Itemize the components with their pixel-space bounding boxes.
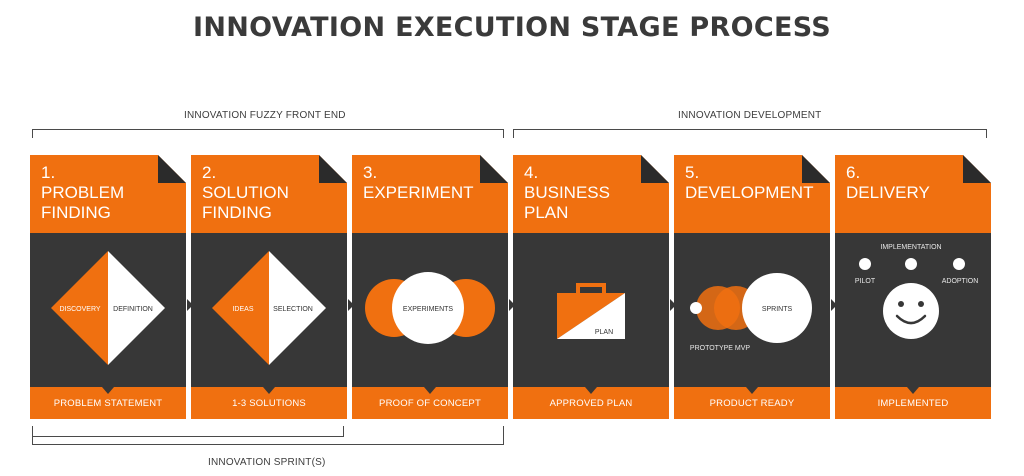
- stage-body: SPRINTS PROTOTYPE MVP: [674, 233, 830, 387]
- discovery-definition-diamond: DISCOVERY DEFINITION: [51, 251, 165, 365]
- arrow-right-icon: [509, 299, 515, 311]
- experiments-circles: EXPERIMENTS: [365, 272, 495, 344]
- stage-card-solution-finding: 2. SOLUTION FINDING IDEAS SELECTION 1-3 …: [191, 155, 347, 419]
- footer-notch: [746, 387, 758, 394]
- stage-output: APPROVED PLAN: [549, 398, 633, 409]
- footer-notch: [907, 387, 919, 394]
- stage-title: 1. PROBLEM FINDING: [41, 163, 125, 222]
- stage-title: 2. SOLUTION FINDING: [202, 163, 289, 222]
- stage-output: IMPLEMENTED: [877, 398, 949, 409]
- stage-card-problem-finding: 1. PROBLEM FINDING DISCOVERY DEFINITION …: [30, 155, 186, 419]
- ideas-selection-diamond: IDEAS SELECTION: [212, 251, 326, 365]
- stage-title: 5. DEVELOPMENT: [685, 163, 814, 202]
- experiments-label: EXPERIMENTS: [403, 306, 454, 313]
- footer-notch: [102, 387, 114, 394]
- prototype-mvp-label: PROTOTYPE MVP: [690, 345, 750, 352]
- footer-notch: [263, 387, 275, 394]
- briefcase-icon: PLAN: [557, 283, 625, 339]
- stage-title: 3. EXPERIMENT: [363, 163, 474, 202]
- arrow-right-icon: [670, 299, 676, 311]
- stage-body: IDEAS SELECTION: [191, 233, 347, 387]
- stage-output: PRODUCT READY: [709, 398, 795, 409]
- sprints-circles: SPRINTS PROTOTYPE MVP: [690, 273, 812, 352]
- sprints-label: INNOVATION SPRINT(S): [208, 457, 326, 468]
- development-bracket: [513, 129, 987, 138]
- stage-body: PLAN: [513, 233, 669, 387]
- arrow-right-icon: [831, 299, 837, 311]
- stage-title: 6. DELIVERY: [846, 163, 930, 202]
- footer-notch: [424, 387, 436, 394]
- arrow-right-icon: [187, 299, 193, 311]
- fuzzy-front-end-bracket: [32, 129, 504, 138]
- ideas-label: IDEAS: [232, 306, 253, 313]
- selection-label: SELECTION: [273, 306, 313, 313]
- definition-label: DEFINITION: [113, 306, 153, 313]
- stage-card-business-plan: 4. BUSINESS PLAN PLAN APPROVED PLAN: [513, 155, 669, 419]
- adoption-label: ADOPTION: [942, 278, 979, 285]
- implementation-label: IMPLEMENTATION: [880, 244, 941, 251]
- stage-body: IMPLEMENTATION PILOT ADOPTION: [835, 233, 991, 387]
- development-label: INNOVATION DEVELOPMENT: [678, 110, 822, 121]
- stage-card-delivery: 6. DELIVERY IMPLEMENTATION PILOT ADOPTIO…: [835, 155, 991, 419]
- fuzzy-front-end-label: INNOVATION FUZZY FRONT END: [184, 110, 346, 121]
- stage-output: PROOF OF CONCEPT: [379, 398, 481, 409]
- sprint-bracket-long: [32, 426, 504, 445]
- plan-label: PLAN: [595, 329, 613, 336]
- pilot-label: PILOT: [855, 278, 876, 285]
- stage-card-experiment: 3. EXPERIMENT EXPERIMENTS PROOF OF CONCE…: [352, 155, 508, 419]
- discovery-label: DISCOVERY: [59, 306, 100, 313]
- stage-card-development: 5. DEVELOPMENT SPRINTS PROTOTYPE MVP PRO…: [674, 155, 830, 419]
- delivery-diagram: IMPLEMENTATION PILOT ADOPTION: [855, 244, 979, 339]
- stage-output: PROBLEM STATEMENT: [53, 398, 163, 409]
- stage-output: 1-3 SOLUTIONS: [232, 398, 306, 409]
- stage-body: EXPERIMENTS: [352, 233, 508, 387]
- arrow-right-icon: [348, 299, 354, 311]
- page-title: INNOVATION EXECUTION STAGE PROCESS: [193, 12, 831, 43]
- stage-title: 4. BUSINESS PLAN: [524, 163, 610, 222]
- sprints-label: SPRINTS: [762, 306, 793, 313]
- smiley-icon: [883, 283, 939, 339]
- footer-notch: [585, 387, 597, 394]
- stage-body: DISCOVERY DEFINITION: [30, 233, 186, 387]
